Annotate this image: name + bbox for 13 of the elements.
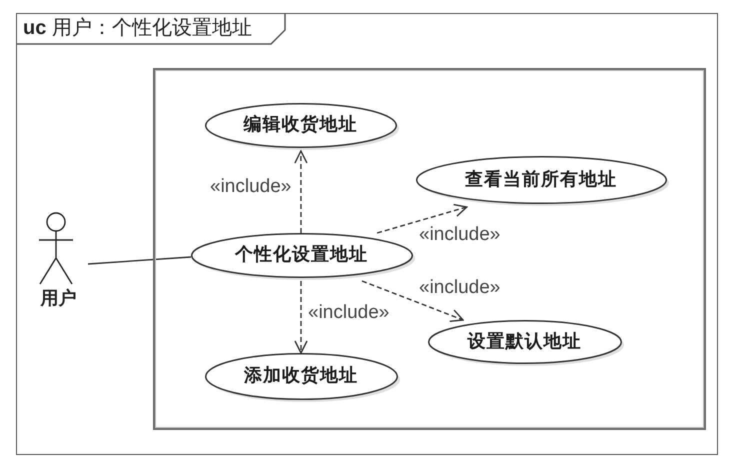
dashed-arrow bbox=[376, 204, 468, 234]
diagram-frame bbox=[16, 13, 718, 455]
use-case-label: 设置默认地址 bbox=[468, 330, 582, 352]
frame-heading: uc 用户：个性化设置地址 bbox=[23, 17, 252, 40]
association-line bbox=[88, 256, 192, 265]
dashed-arrow bbox=[362, 280, 464, 322]
dashed-arrow bbox=[294, 281, 308, 354]
actor-label: 用户 bbox=[39, 288, 78, 308]
use-case-label: 添加收货地址 bbox=[244, 365, 358, 387]
dashed-arrow bbox=[294, 150, 308, 233]
use-case-label: 个性化设置地址 bbox=[235, 244, 368, 266]
use-case-label: 查看当前所有地址 bbox=[465, 168, 617, 190]
use-case-label: 编辑收货地址 bbox=[244, 114, 358, 136]
